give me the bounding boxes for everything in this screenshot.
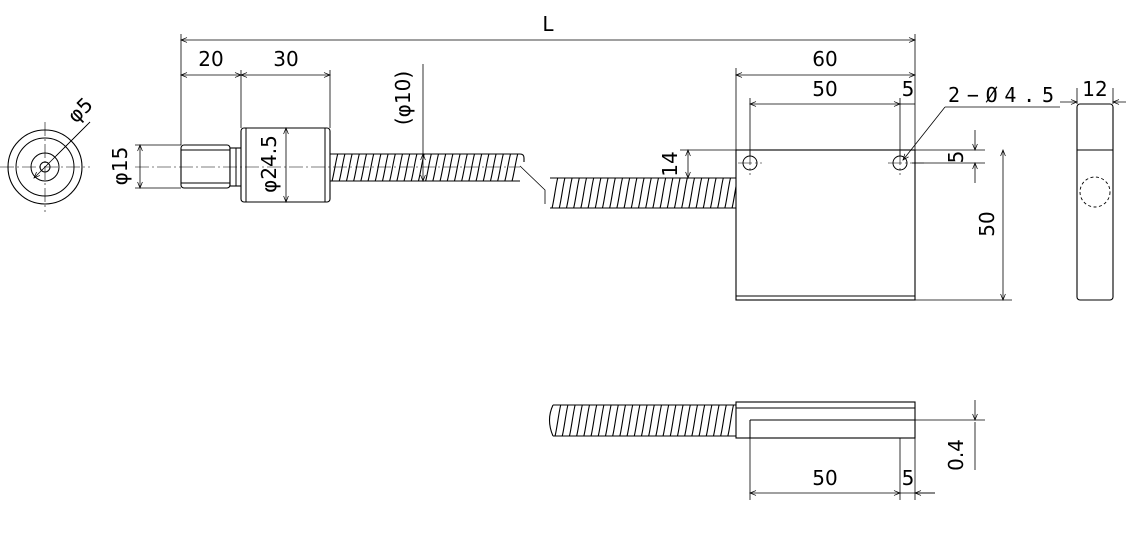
end-view: φ5 (0, 92, 98, 212)
window-gap-label: 0.4 (944, 439, 968, 471)
sleeve-diameter-label: φ24.5 (257, 135, 281, 193)
sleeve-length-label: 30 (273, 47, 298, 71)
plate-width-label: 60 (812, 47, 837, 71)
plate-side-view (1076, 103, 1114, 301)
hole-spec-label: 2−Ø4.5 (948, 83, 1054, 107)
hole-vertical-offset-label: 5 (944, 151, 968, 164)
hole-pitch-label: 50 (812, 77, 837, 101)
hole-edge-offset-label: 5 (902, 77, 915, 101)
ferrule (180, 144, 243, 189)
tube-diameter-label: (φ10) (391, 71, 415, 125)
tube-coil-bottom (554, 404, 735, 437)
bore-diameter-label: φ5 (62, 92, 97, 127)
hole-from-top-label: 14 (658, 151, 682, 176)
sleeve (240, 127, 331, 203)
ferrule-diameter-label: φ15 (108, 147, 132, 186)
tube-coil-left (331, 153, 519, 182)
tube-coil-right (551, 177, 739, 209)
bottom-offset-label: 5 (902, 466, 915, 490)
plate-height-label: 50 (975, 211, 999, 236)
overall-length-label: L (542, 12, 554, 36)
mounting-plate (735, 149, 925, 301)
bottom-view (548, 401, 916, 439)
ferrule-length-label: 20 (198, 47, 223, 71)
hidden-bore (1079, 176, 1111, 208)
plate-thickness-label: 12 (1082, 77, 1107, 101)
bottom-pitch-label: 50 (812, 466, 837, 490)
